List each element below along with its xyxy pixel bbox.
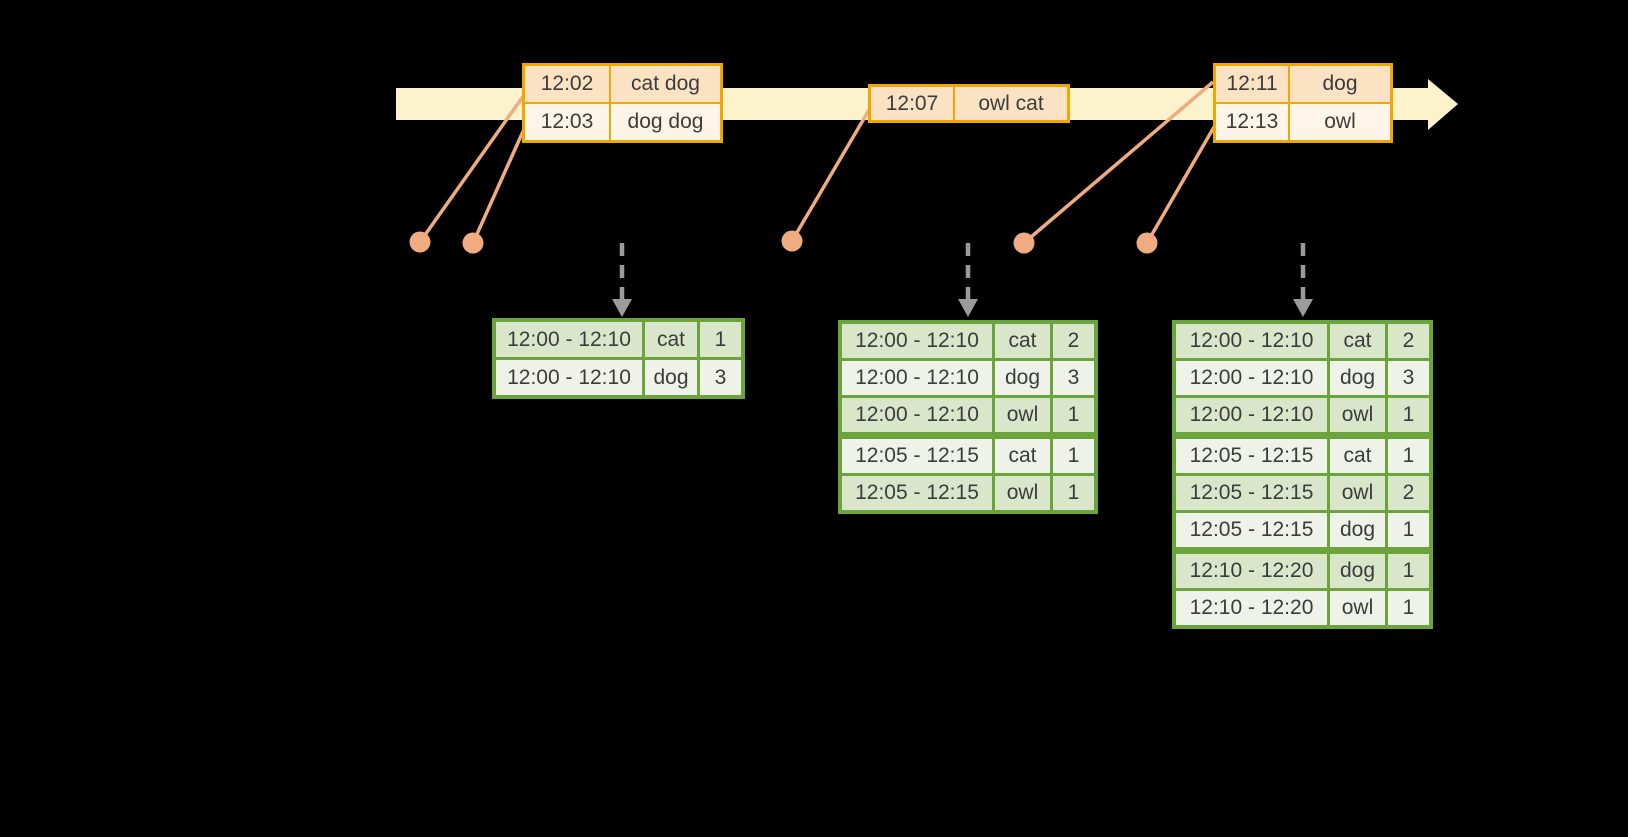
event-words-cell: owl cat [955, 87, 1067, 120]
event-table-2: 12:07 owl cat [868, 84, 1070, 123]
event-connector-lines [418, 80, 1216, 245]
table-row: 12:05 - 12:15 owl 2 [1176, 476, 1429, 510]
window-cell: 12:00 - 12:10 [1176, 324, 1327, 358]
event-time-cell: 12:13 [1216, 104, 1288, 140]
event-words-cell: dog [1290, 66, 1390, 102]
count-cell: 1 [1053, 476, 1094, 510]
window-cell: 12:05 - 12:15 [1176, 439, 1327, 473]
window-cell: 12:05 - 12:15 [1176, 513, 1327, 547]
count-cell: 2 [1053, 324, 1094, 358]
table-row: 12:00 - 12:10 cat 2 [842, 324, 1094, 358]
window-cell: 12:00 - 12:10 [842, 361, 992, 395]
event-time-cell: 12:03 [525, 104, 609, 140]
word-cell: dog [645, 360, 697, 395]
word-cell: owl [995, 476, 1050, 510]
window-cell: 12:00 - 12:10 [842, 324, 992, 358]
table-row: 12:10 - 12:20 dog 1 [1176, 554, 1429, 588]
connector-line [1145, 126, 1216, 244]
word-cell: cat [645, 322, 697, 357]
word-cell: cat [995, 324, 1050, 358]
event-dot [1013, 232, 1035, 254]
word-cell: dog [995, 361, 1050, 395]
word-cell: cat [1330, 324, 1385, 358]
table-row: 12:00 - 12:10 owl 1 [842, 398, 1094, 432]
result-table-1: 12:00 - 12:10 cat 1 12:00 - 12:10 dog 3 [492, 318, 745, 399]
event-dot [409, 231, 431, 253]
event-words-cell: cat dog [611, 66, 720, 102]
table-row: 12:00 - 12:10 cat 1 [496, 322, 741, 357]
table-row: 12:00 - 12:10 dog 3 [842, 361, 1094, 395]
connector-line [418, 93, 526, 244]
connector-line [471, 126, 527, 244]
table-row: 12:00 - 12:10 dog 3 [1176, 361, 1429, 395]
window-cell: 12:05 - 12:15 [842, 476, 992, 510]
dashed-arrow-heads [612, 299, 1313, 317]
word-cell: dog [1330, 513, 1385, 547]
word-cell: dog [1330, 361, 1385, 395]
count-cell: 3 [1053, 361, 1094, 395]
event-time-cell: 12:02 [525, 66, 609, 102]
window-cell: 12:10 - 12:20 [1176, 591, 1327, 625]
timeline-arrowhead-icon [1428, 79, 1458, 130]
window-cell: 12:00 - 12:10 [496, 360, 642, 395]
connector-line [1022, 80, 1215, 245]
table-row: 12:00 - 12:10 dog 3 [496, 360, 741, 395]
window-cell: 12:00 - 12:10 [1176, 398, 1327, 432]
count-cell: 3 [1388, 361, 1429, 395]
window-cell: 12:00 - 12:10 [1176, 361, 1327, 395]
event-table-1: 12:02 cat dog 12:03 dog dog [522, 63, 723, 143]
window-cell: 12:00 - 12:10 [842, 398, 992, 432]
count-cell: 1 [1388, 398, 1429, 432]
window-cell: 12:05 - 12:15 [842, 439, 992, 473]
event-words-cell: dog dog [611, 104, 720, 140]
count-cell: 3 [700, 360, 741, 395]
count-cell: 2 [1388, 476, 1429, 510]
window-cell: 12:00 - 12:10 [496, 322, 642, 357]
word-cell: owl [995, 398, 1050, 432]
window-cell: 12:05 - 12:15 [1176, 476, 1327, 510]
count-cell: 1 [1388, 554, 1429, 588]
word-cell: cat [995, 439, 1050, 473]
connector-line [790, 109, 871, 242]
event-dots [409, 230, 1158, 254]
table-row: 12:00 - 12:10 cat 2 [1176, 324, 1429, 358]
event-dot [1136, 232, 1158, 254]
table-row: 12:10 - 12:20 owl 1 [1176, 591, 1429, 625]
event-time-cell: 12:11 [1216, 66, 1288, 102]
event-time-cell: 12:07 [871, 87, 953, 120]
count-cell: 1 [1388, 439, 1429, 473]
count-cell: 1 [1053, 439, 1094, 473]
arrow-down-icon [612, 299, 632, 317]
table-row: 12:05 - 12:15 cat 1 [1176, 439, 1429, 473]
event-table-3: 12:11 dog 12:13 owl [1213, 63, 1393, 143]
word-cell: owl [1330, 591, 1385, 625]
word-cell: dog [1330, 554, 1385, 588]
arrow-down-icon [1293, 299, 1313, 317]
count-cell: 1 [1388, 591, 1429, 625]
result-table-3: 12:00 - 12:10 cat 2 12:00 - 12:10 dog 3 … [1172, 320, 1433, 629]
table-row: 12:00 - 12:10 owl 1 [1176, 398, 1429, 432]
event-words-cell: owl [1290, 104, 1390, 140]
word-cell: owl [1330, 398, 1385, 432]
table-row: 12:05 - 12:15 cat 1 [842, 439, 1094, 473]
window-cell: 12:10 - 12:20 [1176, 554, 1327, 588]
table-row: 12:05 - 12:15 dog 1 [1176, 513, 1429, 547]
count-cell: 2 [1388, 324, 1429, 358]
event-dot [781, 230, 803, 252]
count-cell: 1 [1388, 513, 1429, 547]
result-table-2: 12:00 - 12:10 cat 2 12:00 - 12:10 dog 3 … [838, 320, 1098, 514]
dashed-arrow-lines [619, 243, 1306, 302]
table-row: 12:05 - 12:15 owl 1 [842, 476, 1094, 510]
word-cell: cat [1330, 439, 1385, 473]
word-cell: owl [1330, 476, 1385, 510]
count-cell: 1 [1053, 398, 1094, 432]
count-cell: 1 [700, 322, 741, 357]
arrow-down-icon [958, 299, 978, 317]
event-dot [462, 232, 484, 254]
